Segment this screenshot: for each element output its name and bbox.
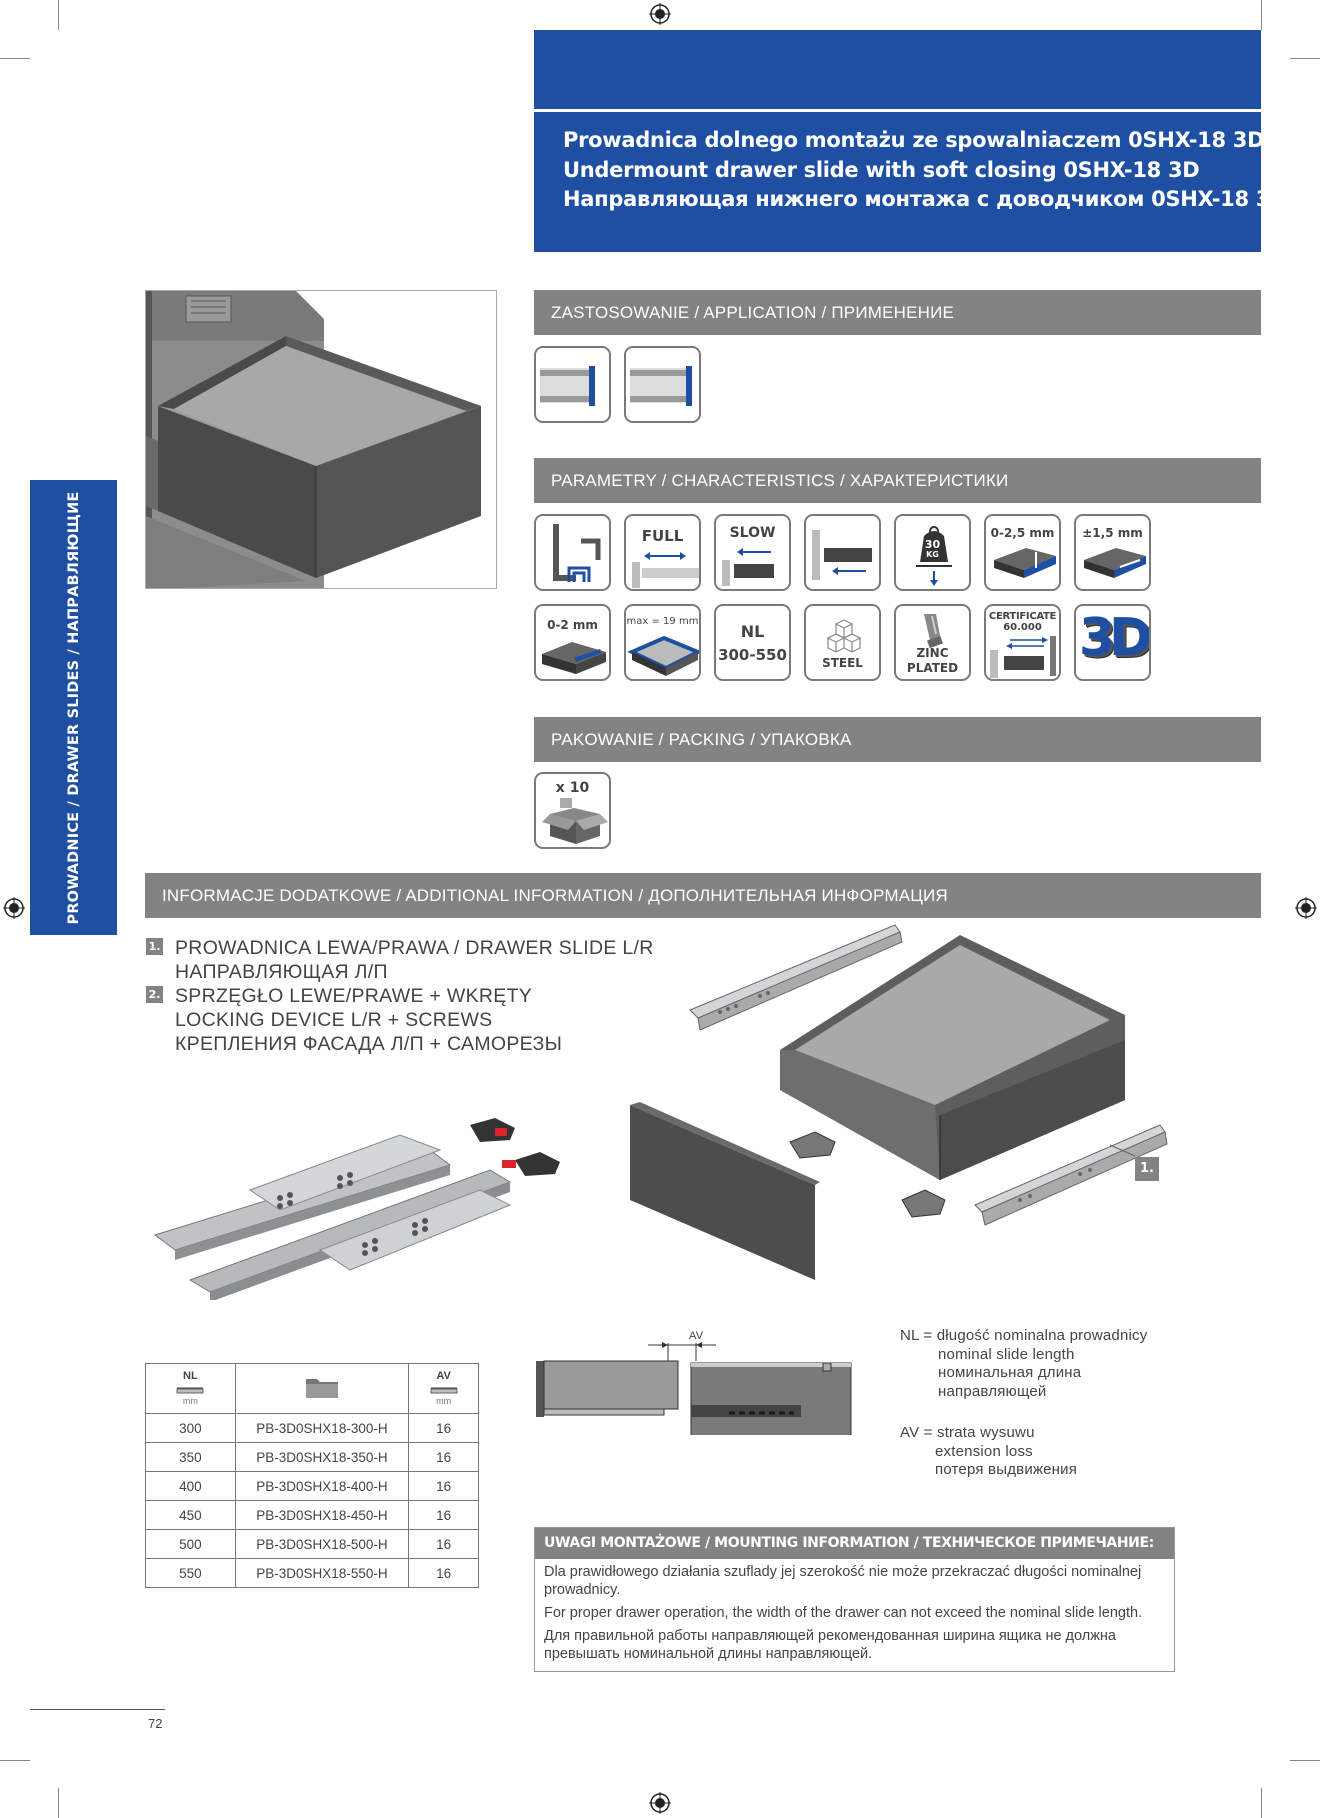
side-tab-label: PROWADNICE / DRAWER SLIDES / НАПРАВЛЯЮЩИ… (65, 490, 82, 925)
crop-mark (58, 1788, 59, 1818)
ruler-icon (176, 1387, 204, 1394)
slow-label: SLOW (729, 525, 776, 541)
depth-adjustment-icon: 0-2 mm (534, 604, 611, 681)
footer-rule (30, 1709, 165, 1710)
load-capacity-icon: 30 KG (894, 514, 971, 591)
part-1-line-2: НАПРАВЛЯЮЩАЯ Л/П (175, 961, 388, 983)
steel-label: STEEL (822, 656, 863, 670)
part-1-line-1: PROWADNICA LEWA/PRAWA / DRAWER SLIDE L/R (175, 937, 654, 959)
mounting-info-box: UWAGI MONTAŻOWE / MOUNTING INFORMATION /… (534, 1527, 1175, 1672)
title-pl: Prowadnica dolnego montażu ze spowalniac… (563, 128, 1265, 152)
max-thickness-icon: max = 19 mm (624, 604, 701, 681)
legend-av-1: AV = strata wysuwu (900, 1424, 1035, 1441)
crop-mark (1261, 0, 1262, 30)
zinc-plated-icon: ZINC PLATED (894, 604, 971, 681)
legend-av-2: extension loss (935, 1442, 1033, 1460)
height-adjustment-icon: 0-2,5 mm (984, 514, 1061, 591)
extension-loss-icon (430, 1387, 458, 1394)
drawer-assembly-diagram (630, 924, 1168, 1280)
registration-mark-icon (3, 897, 25, 919)
mounting-info-pl: Dla prawidłowego działania szuflady jej … (544, 1564, 1142, 1598)
packing-box-icon: x 10 (534, 772, 611, 849)
undermount-profile-icon (534, 514, 611, 591)
mounting-info-ru: Для правильной работы направляющей реком… (544, 1628, 1116, 1662)
crop-mark (0, 1760, 30, 1761)
adj-height-label: 0-2,5 mm (990, 526, 1055, 540)
header-divider (534, 109, 1261, 112)
av-column-header: AV mm (408, 1363, 479, 1414)
plated-label: PLATED (906, 661, 959, 675)
category-side-tab: PROWADNICE / DRAWER SLIDES / НАПРАВЛЯЮЩИ… (30, 480, 117, 935)
adj-depth-label: 0-2 mm (547, 618, 598, 632)
table-header-row: NL mm AV mm (145, 1363, 479, 1414)
load-value: 30 (924, 538, 941, 551)
pack-qty: x 10 (555, 780, 590, 796)
crop-mark (1290, 1760, 1320, 1761)
application-slide-right-icon (624, 346, 701, 423)
nl-label: NL (740, 622, 765, 641)
title-ru: Направляющая нижнего монтажа с доводчико… (563, 187, 1288, 211)
nominal-length-icon: NL 300-550 (714, 604, 791, 681)
full-extension-icon: FULL (624, 514, 701, 591)
certificate-label: CERTIFICATE (988, 611, 1057, 622)
3d-adjustment-icon: 3D (1074, 604, 1151, 681)
crop-mark (1290, 58, 1320, 59)
side-adjustment-icon: ±1,5 mm (1074, 514, 1151, 591)
folder-icon (305, 1379, 338, 1398)
product-title-block: Prowadnica dolnego montażu ze spowalniac… (534, 112, 1288, 252)
legend-nl-3: номинальная длина (938, 1364, 1082, 1381)
legend-nl-2: nominal slide length (938, 1345, 1075, 1363)
full-label: FULL (641, 527, 684, 545)
product-photo (145, 290, 497, 589)
soft-close-icon: SLOW (714, 514, 791, 591)
header-band (534, 30, 1261, 109)
registration-mark-icon (1295, 897, 1317, 919)
page-number: 72 (148, 1716, 163, 1731)
section-additional-header: INFORMACJE DODATKOWE / ADDITIONAL INFORM… (145, 873, 1261, 918)
certificate-cycles: 60.000 (1003, 622, 1042, 633)
application-slide-left-icon (534, 346, 611, 423)
crop-mark (58, 0, 59, 30)
part-2-line-3: КРЕПЛЕНИЯ ФАСАДА Л/П + САМОРЕЗЫ (175, 1033, 563, 1055)
section-characteristics-header: PARAMETRY / CHARACTERISTICS / ХАРАКТЕРИС… (534, 458, 1261, 503)
section-application-header: ZASTOSOWANIE / APPLICATION / ПРИМЕНЕНИЕ (534, 290, 1261, 335)
mounting-info-heading: UWAGI MONTAŻOWE / MOUNTING INFORMATION /… (535, 1528, 1174, 1559)
registration-mark-icon (649, 3, 671, 25)
push-close-icon (804, 514, 881, 591)
part-number-badge: 2. (146, 986, 163, 1003)
adj-side-label: ±1,5 mm (1082, 526, 1143, 540)
legend-av-3: потеря выдвижения (935, 1461, 1078, 1478)
nl-range: 300-550 (718, 646, 787, 664)
steel-material-icon: STEEL (804, 604, 881, 681)
load-unit: KG (926, 550, 939, 559)
av-diagram-label: AV (689, 1330, 704, 1342)
legend-nl-1: NL = długość nominalna prowadnicy (900, 1327, 1148, 1344)
3d-label: 3D (1078, 608, 1149, 668)
part-number-badge: 1. (146, 938, 163, 955)
legend-nl-4: направляющей (938, 1382, 1047, 1400)
crop-mark (0, 58, 30, 59)
crop-mark (1261, 1788, 1262, 1818)
certificate-icon: CERTIFICATE 60.000 (984, 604, 1061, 681)
title-en: Undermount drawer slide with soft closin… (563, 157, 1200, 182)
callout-badge: 1. (1135, 1157, 1159, 1181)
nl-column-header: NL mm (145, 1363, 236, 1414)
part-2-line-1: SPRZĘGŁO LEWE/PRAWE + WKRĘTY (175, 985, 533, 1007)
part-2-line-2: LOCKING DEVICE L/R + SCREWS (175, 1009, 493, 1031)
drawer-slides-photo (153, 1118, 560, 1300)
zinc-label: ZINC (916, 646, 949, 660)
mounting-info-en: For proper drawer operation, the width o… (544, 1605, 1143, 1621)
max-thickness-label: max = 19 mm (626, 616, 699, 627)
code-column-header (234, 1363, 410, 1414)
section-packing-header: PAKOWANIE / PACKING / УПАКОВКА (534, 717, 1261, 762)
extension-loss-diagram (536, 1342, 852, 1435)
registration-mark-icon (649, 1792, 671, 1814)
